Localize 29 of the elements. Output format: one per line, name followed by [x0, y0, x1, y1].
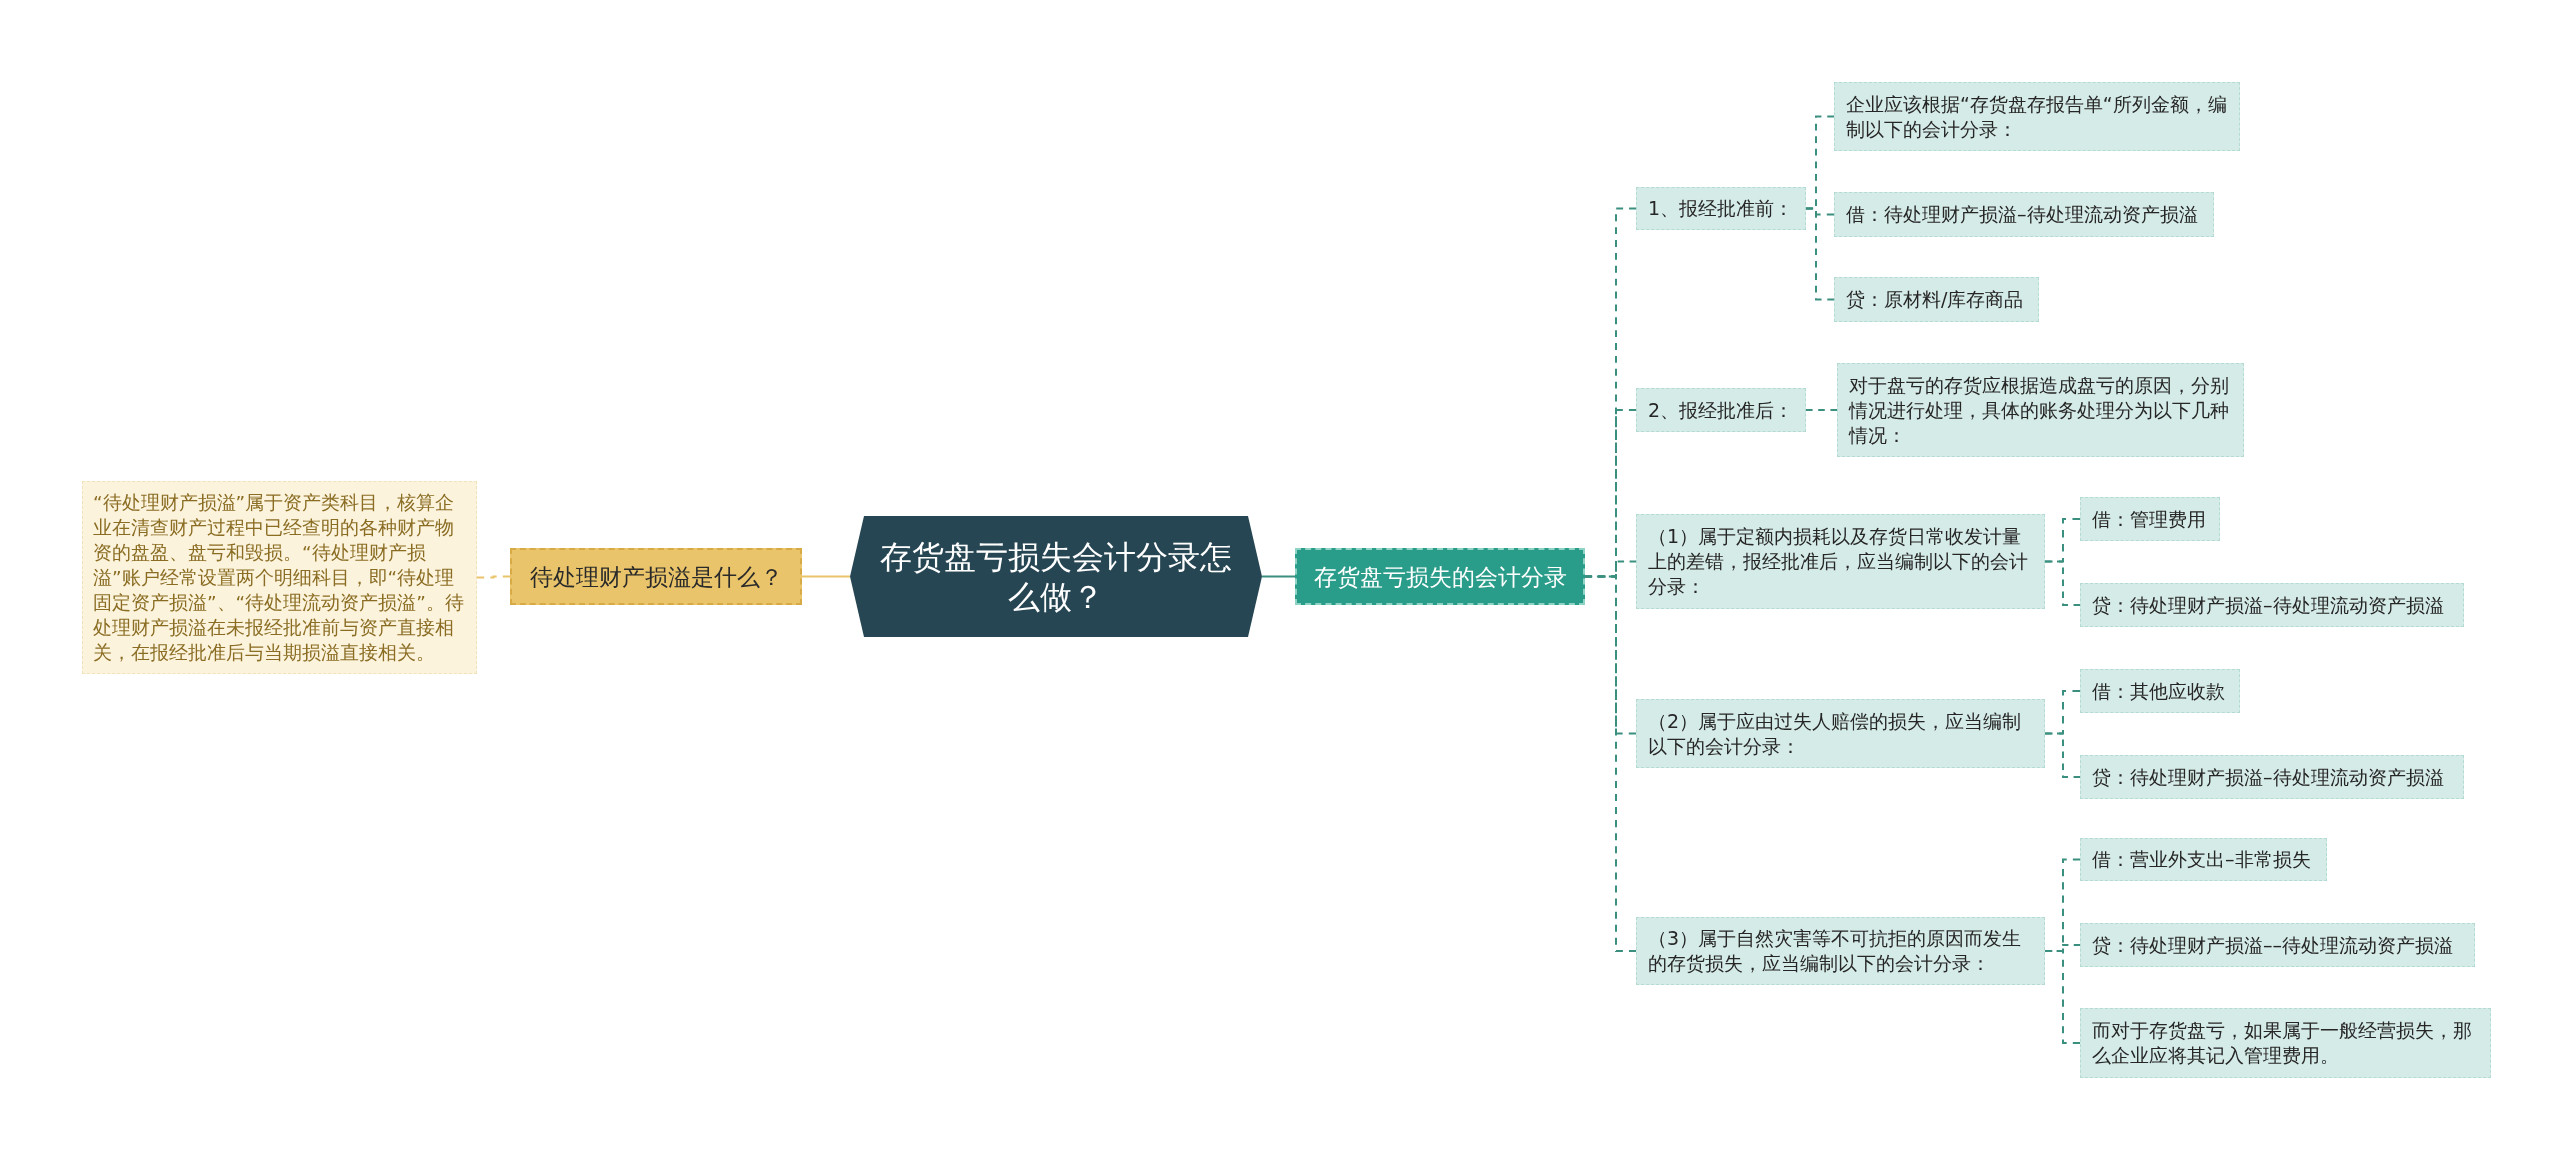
- connector-line: [476, 575, 511, 579]
- subtopic-card: 对于盘亏的存货应根据造成盘亏的原因，分别情况进行处理，具体的账务处理分为以下几种情况：: [1837, 363, 2244, 457]
- subtopic-card: 贷：待处理财产损溢–待处理流动资产损溢: [2080, 755, 2464, 799]
- subtopic-card: 而对于存货盘亏，如果属于一般经营损失，那么企业应将其记入管理费用。: [2080, 1008, 2491, 1078]
- connector-line: [2044, 950, 2081, 1044]
- connector-line: [2044, 732, 2081, 778]
- connector-line: [2044, 560, 2081, 606]
- subtopic-card: 贷：待处理财产损溢–待处理流动资产损溢: [2080, 583, 2464, 627]
- subtopic-card: 借：待处理财产损溢–待处理流动资产损溢: [1834, 192, 2214, 237]
- connector-line: [1584, 575, 1637, 952]
- subtopic-card: （2）属于应由过失人赔偿的损失，应当编制以下的会计分录：: [1636, 699, 2045, 768]
- branch-topic-card: 存货盘亏损失的会计分录: [1295, 548, 1585, 605]
- connector-line: [1805, 207, 1835, 301]
- central-topic: 存货盘亏损失会计分录怎么做？: [850, 516, 1262, 637]
- subtopic-card: 贷：原材料/库存商品: [1834, 277, 2039, 322]
- connector-line: [1805, 409, 1838, 411]
- subtopic-card: 2、报经批准后：: [1636, 388, 1806, 432]
- connector-line: [1261, 575, 1296, 578]
- subtopic-card: 借：营业外支出–非常损失: [2080, 838, 2327, 881]
- connector-line: [801, 575, 851, 578]
- subtopic-card: 借：其他应收款: [2080, 669, 2240, 713]
- subtopic-card: （1）属于定额内损耗以及存货日常收发计量上的差错，报经批准后，应当编制以下的会计分录：: [1636, 514, 2045, 609]
- subtopic-card: 1、报经批准前：: [1636, 187, 1806, 230]
- subtopic-card: 贷：待处理财产损溢––待处理流动资产损溢: [2080, 923, 2475, 967]
- subtopic-card: 企业应该根据“存货盘存报告单“所列金额，编制以下的会计分录：: [1834, 82, 2240, 151]
- topic-card: 待处理财产损溢是什么？: [510, 548, 802, 605]
- subtopic-card: 借：管理费用: [2080, 497, 2220, 541]
- subtopic-card: （3）属于自然灾害等不可抗拒的原因而发生的存货损失，应当编制以下的会计分录：: [1636, 917, 2045, 985]
- note-card: “待处理财产损溢”属于资产类科目，核算企业在清查财产过程中已经查明的各种财产物资的盘盈、盘亏和毁损。“待处理财产损溢”账户经常设置两个明细科目，即“待处理固定资产损溢”、“待处理流动资产损溢”。待处理财产损溢在未报经批准前与资产直接相关，在报经批准后与当期损溢直接相关。: [82, 481, 477, 674]
